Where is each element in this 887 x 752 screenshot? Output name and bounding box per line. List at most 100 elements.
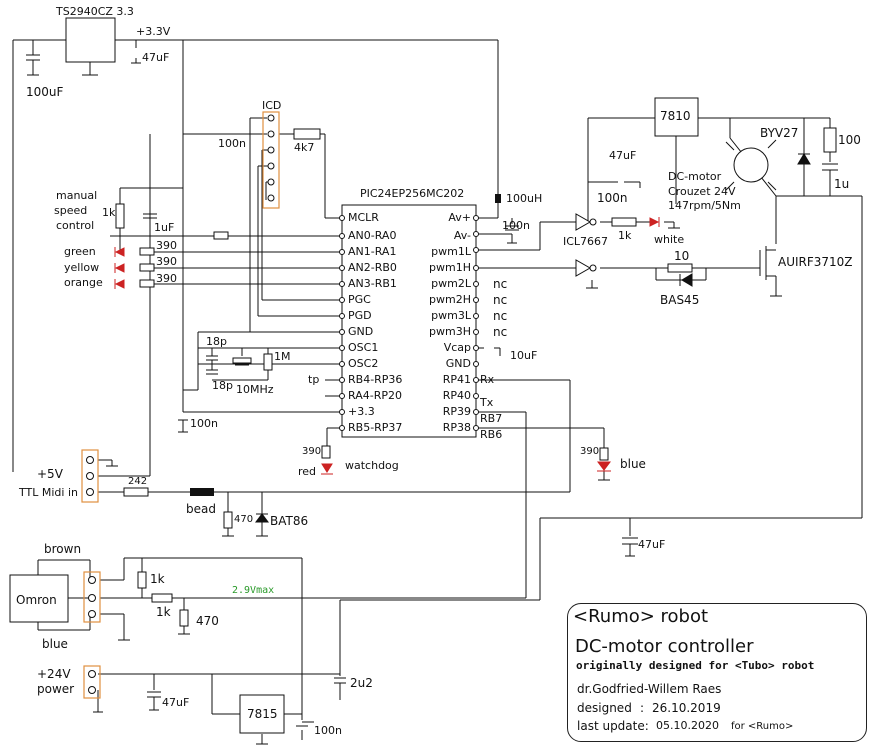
mcu-right-pin-0: Av+ (448, 211, 471, 224)
icd-label: ICD (262, 99, 282, 112)
sensor-r3: 470 (196, 614, 219, 628)
mcu-left-pin-3: AN2-RB0 (348, 261, 397, 274)
bead-label: bead (186, 502, 216, 516)
title-block (567, 603, 867, 742)
regulator-cap-in: 100uF (26, 85, 64, 99)
sensor-wire-blue: blue (42, 637, 68, 651)
mcu-right-pin-13: RP38 (442, 421, 471, 434)
midi-res2: 470 (234, 514, 254, 525)
driver-regulator: 7810 (660, 109, 691, 123)
test-point: tp (308, 373, 320, 386)
crystal-res: 1M (274, 350, 291, 363)
mcu-right-pin-5: pwm2H (429, 293, 471, 306)
update-for: for <Rumo> (731, 721, 794, 732)
mcu-right-pin-11: RP40 (442, 389, 471, 402)
mcu-left-pin-1: AN0-RA0 (348, 229, 397, 242)
icd-cap: 100n (218, 137, 246, 150)
sensor-name: Omron (16, 593, 57, 607)
driver-cap1: 47uF (609, 149, 637, 162)
manual-label-1: manual (56, 189, 98, 202)
led-green-res: 390 (156, 239, 177, 252)
update-date: 05.10.2020 (656, 719, 719, 732)
mcu-left-pin-10: RB4-RP36 (348, 373, 403, 386)
regulator-cap-out: 47uF (142, 51, 170, 64)
power-24v: +24V (37, 667, 71, 681)
mcu-left-pin-13: RB5-RP37 (348, 421, 403, 434)
mcu-right-pin-8: Vcap (443, 341, 471, 354)
gate-res: 10 (674, 249, 690, 263)
nc-pwm2l: nc (493, 277, 508, 291)
mosfet-label: AUIRF3710Z (778, 255, 853, 269)
mcu-left-pin-11: RA4-RP20 (348, 389, 402, 402)
title-subtitle: originally designed for <Tubo> robot (576, 659, 815, 672)
crystal-cap2: 18p (212, 379, 233, 392)
icd-resistor: 4k7 (294, 141, 315, 154)
mcu-right-pin-9: GND (445, 357, 471, 370)
led-green-label: green (64, 245, 96, 258)
nc-pwm3h: nc (493, 325, 508, 339)
title-author: dr.Godfried-Willem Raes (577, 682, 722, 696)
vcap-label: 10uF (510, 349, 538, 362)
mcu-right-pin-2: pwm1L (431, 245, 471, 258)
blue-led-res: 390 (580, 446, 600, 457)
bulk-cap: 47uF (638, 538, 666, 551)
power-cap: 47uF (162, 696, 190, 709)
update-label: last update: (577, 719, 649, 733)
sensor-r1: 1k (150, 572, 165, 586)
rail-label: +3.3V (136, 25, 171, 38)
power-cap2: 2u2 (350, 676, 373, 690)
signal-rx: Rx (480, 373, 495, 386)
watchdog-label: watchdog (345, 459, 399, 472)
signal-tx: Tx (480, 396, 494, 409)
signal-rb6: RB6 (480, 428, 503, 441)
pot-cap: 1uF (154, 221, 175, 234)
mcu-left-pin-6: PGD (348, 309, 372, 322)
mcu-left-pin-5: PGC (348, 293, 371, 306)
driver-res: 1k (618, 229, 632, 242)
crystal-cap1: 18p (206, 335, 227, 348)
mcu-right-pin-10: RP41 (442, 373, 471, 386)
flyback-diode: BYV27 (760, 126, 799, 140)
midi-res: 242 (128, 476, 148, 487)
mcu-right-pin-1: Av- (453, 229, 471, 242)
sensor-vmax: 2.9Vmax (232, 585, 275, 596)
motor-line-1: DC-motor (668, 170, 722, 183)
power-label: power (37, 682, 75, 696)
mcu-right-pin-12: RP39 (442, 405, 471, 418)
title-heading: DC-motor controller (575, 636, 754, 657)
midi-5v: +5V (37, 467, 63, 481)
midi-label: TTL Midi in (19, 486, 78, 499)
nc-pwm3l: nc (493, 309, 508, 323)
midi-diode: BAT86 (270, 514, 309, 528)
mcu-right-pin-7: pwm3H (429, 325, 471, 338)
title-robot: <Rumo> robot (573, 606, 709, 627)
driver-cap2: 100n (597, 191, 628, 205)
snubber-res: 100 (838, 133, 861, 147)
mcu-right-pin-6: pwm3L (431, 309, 471, 322)
sensor-wire-brown: brown (44, 542, 82, 556)
driver-chip: ICL7667 (563, 235, 609, 248)
designed-label: designed (577, 701, 632, 715)
av-decoupling: 100n (502, 219, 530, 232)
gate-diode: BAS45 (660, 293, 700, 307)
mcu-left-pin-4: AN3-RB1 (348, 277, 397, 290)
manual-label-3: control (56, 219, 95, 232)
crystal-xtal: 10MHz (236, 383, 274, 396)
mcu-name: PIC24EP256MC202 (360, 187, 465, 200)
mcu-left-pin-9: OSC2 (348, 357, 379, 370)
driver-led: white (654, 233, 685, 246)
led-yellow-label: yellow (64, 261, 100, 274)
designed-date: 26.10.2019 (652, 701, 721, 715)
mcu-decoupling: 100n (190, 417, 218, 430)
power-regulator: 7815 (247, 707, 278, 721)
manual-label-2: speed (54, 204, 88, 217)
led-yellow-res: 390 (156, 255, 177, 268)
nc-pwm2h: nc (493, 293, 508, 307)
watchdog-res: 390 (302, 446, 322, 457)
inductor-label: 100uH (506, 192, 543, 205)
mcu-left-pin-8: OSC1 (348, 341, 379, 354)
mcu-left-pin-12: +3.3 (348, 405, 375, 418)
led-orange-res: 390 (156, 272, 177, 285)
